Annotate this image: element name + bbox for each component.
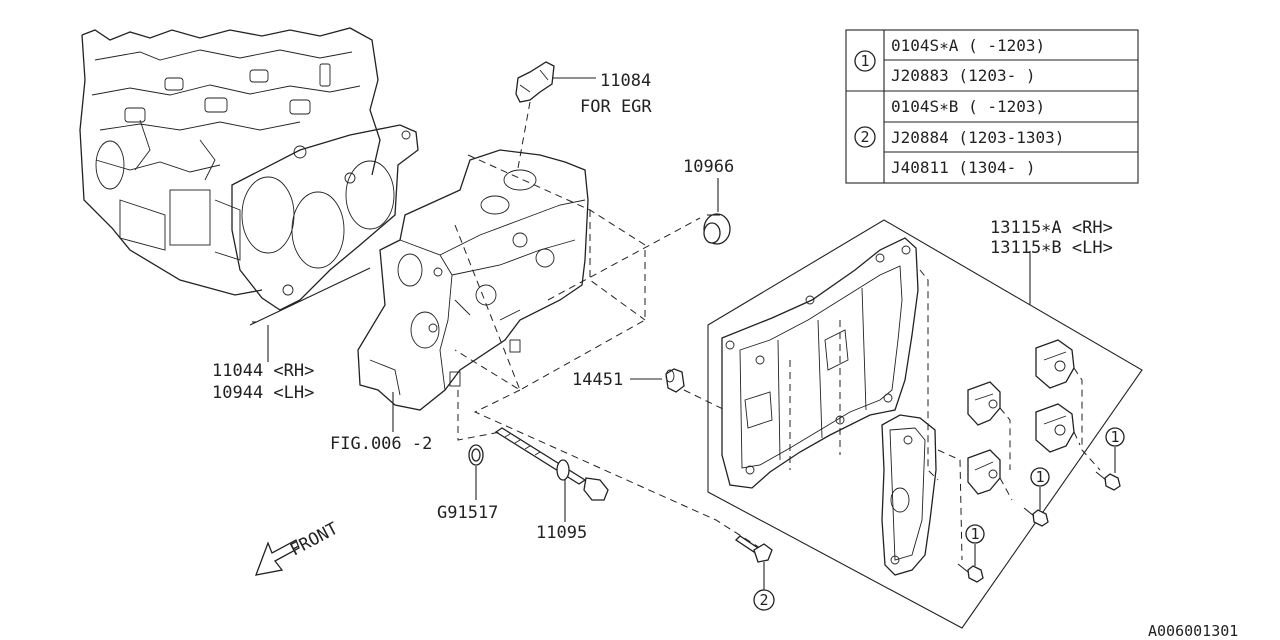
table-entry: 0104S∗B ( -1203) (891, 97, 1045, 116)
front-arrow: FRONT (254, 519, 342, 576)
cam-cap-3-drawing (1035, 339, 1075, 389)
diagram-id: A006001301 (1148, 622, 1238, 640)
circled-markers: 1 1 1 2 (753, 427, 1125, 611)
label-11084: 11084 (600, 71, 651, 91)
table-entry: J20884 (1203-1303) (891, 128, 1064, 147)
cam-cap-2-drawing (967, 449, 1001, 495)
label-13115-b: 13115∗B <LH> (990, 238, 1113, 258)
cap-bolt-a-drawing (1095, 447, 1121, 491)
cap-bolt-c-drawing (957, 544, 984, 583)
marker-2-bolt: 2 (753, 589, 775, 611)
marker-1-cap-bolt-a: 1 (1105, 427, 1125, 447)
table-entry: J40811 (1304- ) (891, 158, 1036, 177)
label-13115-a: 13115∗A <RH> (990, 218, 1113, 238)
head-gasket-drawing (231, 124, 419, 311)
svg-text:1: 1 (970, 525, 979, 543)
cylinder-head-drawing (357, 149, 589, 411)
part-labels: 11084 FOR EGR 10966 13115∗A <RH> 13115∗B… (212, 71, 1238, 640)
label-14451: 14451 (572, 370, 623, 390)
lower-bracket-drawing (881, 414, 937, 576)
leader-lines (249, 267, 394, 432)
table-entry: 0104S∗A ( -1203) (891, 36, 1045, 55)
label-g91517: G91517 (437, 503, 498, 523)
svg-text:1: 1 (860, 52, 869, 70)
svg-text:2: 2 (860, 128, 869, 146)
o-ring-drawing (468, 444, 484, 500)
cap-alignment-lines (789, 269, 1101, 561)
cam-cap-4-drawing (1035, 403, 1075, 453)
svg-text:1: 1 (1035, 468, 1044, 486)
egr-fitting-drawing (515, 61, 596, 169)
label-10966: 10966 (683, 157, 734, 177)
engine-block-drawing (79, 27, 381, 296)
marker-1-cap-bolt-b: 1 (1030, 467, 1050, 487)
marker-1-cap-bolt-c: 1 (965, 524, 985, 544)
label-11044: 11044 <RH> (212, 361, 314, 381)
cam-cap-1-drawing (967, 381, 1001, 426)
table-ref-2: 2 (854, 126, 876, 148)
cover-assembly-box (707, 219, 1143, 629)
cam-cover-frame-drawing (721, 237, 919, 489)
head-bolt-drawing (457, 390, 609, 522)
plug-drawing (547, 178, 731, 301)
label-10944: 10944 <LH> (212, 383, 314, 403)
bolt-2-drawing (734, 535, 773, 590)
svg-text:2: 2 (759, 591, 768, 609)
cap-bolt-b-drawing (1023, 487, 1049, 527)
front-label: FRONT (287, 519, 342, 561)
fitting-14451-drawing (473, 368, 761, 549)
head-phantom-outline (454, 154, 646, 391)
table-ref-1: 1 (854, 50, 876, 72)
label-11095: 11095 (536, 523, 587, 543)
label-for-egr: FOR EGR (580, 97, 652, 117)
svg-text:1: 1 (1110, 428, 1119, 446)
label-fig-ref: FIG.006 -2 (330, 434, 432, 454)
reference-table: 1 2 0104S∗A ( -1203) J20883 (1203- ) 010… (845, 29, 1139, 184)
table-entry: J20883 (1203- ) (891, 66, 1036, 85)
